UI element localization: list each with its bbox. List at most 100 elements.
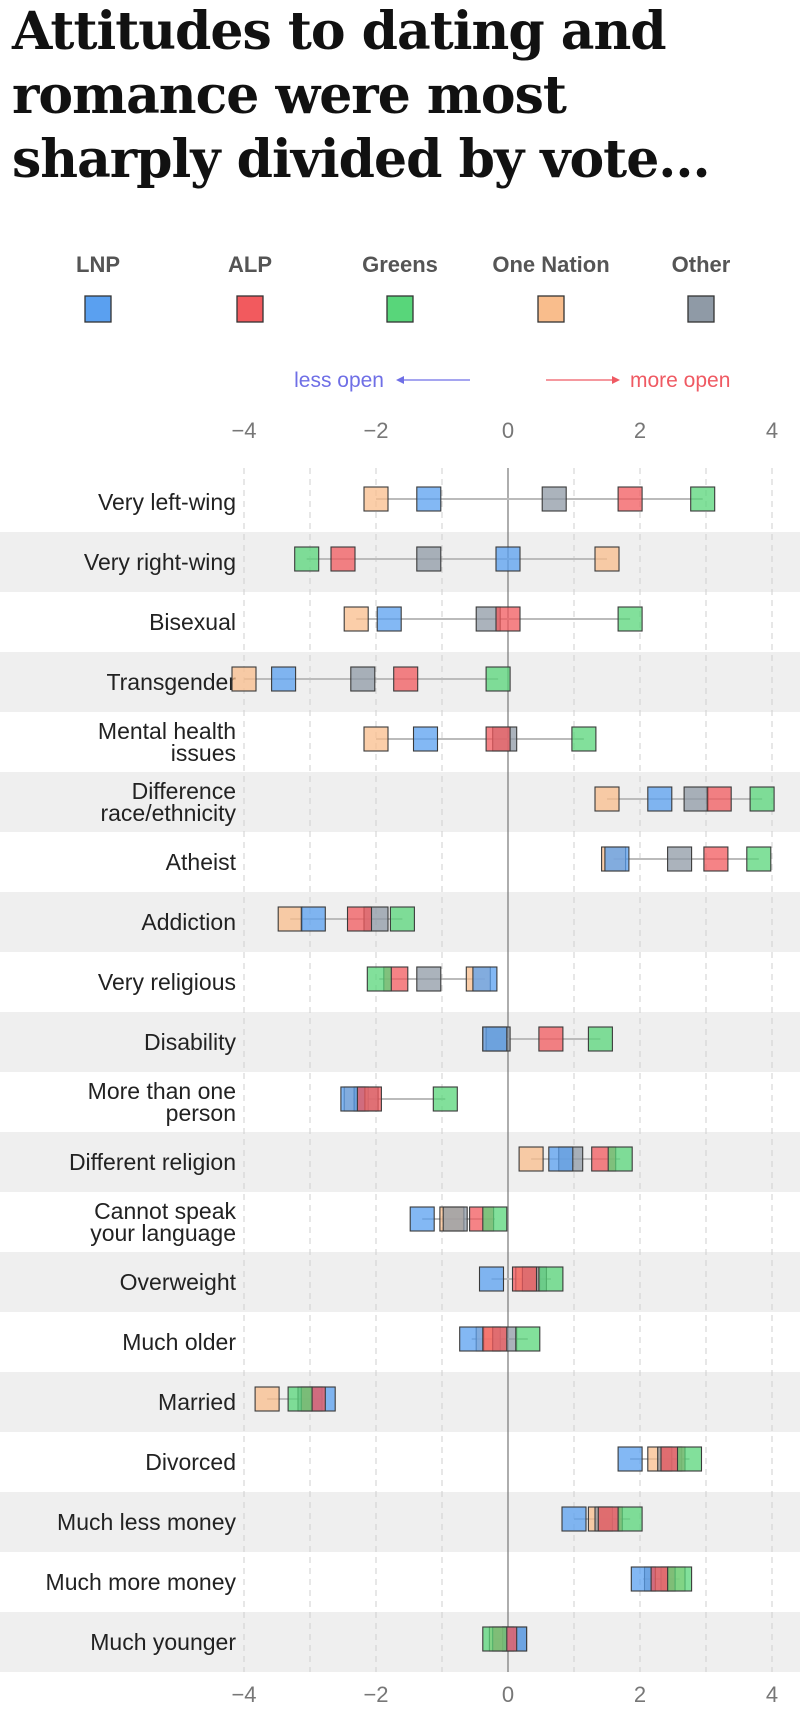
chart-row: Very right-wing	[84, 546, 620, 575]
row-band	[0, 532, 800, 592]
legend-item: Other	[672, 252, 731, 323]
marker-lnp	[376, 606, 402, 632]
marker-other	[541, 486, 567, 512]
marker-greens	[432, 1086, 458, 1112]
marker-greens	[690, 486, 716, 512]
more-open-arrow-icon	[612, 376, 620, 384]
legend-item: Greens	[362, 252, 438, 323]
marker-greens	[485, 666, 511, 692]
marker-lnp	[478, 1266, 505, 1292]
marker-one-nation	[363, 726, 389, 752]
marker-one-nation	[518, 1146, 544, 1172]
category-label: Very left-wing	[98, 489, 236, 515]
chart-row: Transgender	[106, 666, 511, 695]
marker-greens	[482, 1206, 508, 1232]
marker-other	[683, 786, 709, 812]
legend-item: LNP	[76, 252, 120, 323]
marker-greens	[617, 606, 643, 632]
marker-greens	[617, 1506, 643, 1532]
legend-label: Greens	[362, 252, 438, 277]
category-label: Much less money	[57, 1509, 236, 1535]
x-tick-label-bottom: −2	[363, 1682, 388, 1707]
category-label: Disability	[144, 1029, 237, 1055]
category-label: Transgender	[106, 669, 236, 695]
less-open-label: less open	[294, 369, 384, 392]
chart-row: Overweight	[120, 1266, 564, 1295]
x-tick-label-bottom: 2	[634, 1682, 646, 1707]
chart-row: Different religion	[69, 1146, 633, 1175]
marker-alp	[617, 486, 643, 512]
marker-greens	[538, 1266, 564, 1292]
category-label: Divorced	[145, 1449, 236, 1475]
marker-one-nation	[343, 606, 369, 632]
row-band	[0, 1612, 800, 1672]
category-label: Overweight	[120, 1269, 237, 1295]
marker-other	[350, 666, 376, 692]
legend-label: One Nation	[492, 252, 609, 277]
marker-one-nation	[363, 486, 389, 512]
page-title: Attitudes to dating and romance were mos…	[12, 1, 711, 190]
marker-other	[442, 1206, 468, 1232]
marker-greens	[294, 546, 320, 572]
marker-lnp	[300, 906, 326, 932]
x-tick-label-top: 4	[766, 418, 778, 443]
marker-greens	[749, 786, 775, 812]
row-band	[0, 1372, 800, 1432]
category-label: Atheist	[166, 849, 237, 875]
row-band	[0, 1252, 800, 1312]
x-tick-label-bottom: 0	[502, 1682, 514, 1707]
marker-lnp	[617, 1446, 643, 1472]
chart-row: Much more money	[46, 1566, 693, 1595]
less-open-arrow-icon	[396, 376, 404, 384]
legend-swatch	[236, 295, 264, 323]
marker-other	[667, 846, 693, 872]
marker-alp	[703, 846, 729, 872]
marker-greens	[607, 1146, 633, 1172]
category-label: Married	[158, 1389, 236, 1415]
marker-alp	[356, 1086, 382, 1112]
legend-label: Other	[672, 252, 731, 277]
marker-lnp	[412, 726, 439, 752]
direction-indicator: less open more open	[294, 369, 730, 392]
marker-alp	[495, 606, 521, 632]
marker-greens	[676, 1446, 703, 1472]
x-tick-label-top: 0	[502, 418, 514, 443]
row-band	[0, 1012, 800, 1072]
marker-greens	[482, 1626, 508, 1652]
chart-row: Very left-wing	[98, 486, 716, 515]
legend-label: LNP	[76, 252, 120, 277]
marker-lnp	[647, 786, 673, 812]
marker-lnp	[459, 1326, 485, 1352]
chart-row: Much less money	[57, 1506, 643, 1535]
legend: LNP ALP Greens One Nation Other	[76, 252, 731, 323]
chart-row: Much older	[122, 1326, 541, 1355]
marker-lnp	[271, 666, 297, 692]
marker-lnp	[482, 1026, 508, 1052]
marker-one-nation	[231, 666, 257, 692]
marker-greens	[667, 1566, 693, 1592]
chart-row: Addiction	[141, 906, 415, 935]
marker-alp	[485, 726, 511, 752]
chart-row: Bisexual	[149, 606, 643, 635]
category-label: Very religious	[98, 969, 236, 995]
legend-swatch	[687, 295, 715, 323]
category-label: Very right-wing	[84, 549, 236, 575]
marker-greens	[389, 906, 415, 932]
marker-greens	[515, 1326, 541, 1352]
legend-item: ALP	[228, 252, 272, 323]
marker-lnp	[495, 546, 521, 572]
marker-one-nation	[277, 906, 303, 932]
category-label: Different religion	[69, 1149, 236, 1175]
marker-lnp	[416, 486, 442, 512]
marker-greens	[587, 1026, 613, 1052]
legend-swatch	[537, 295, 565, 323]
x-tick-label-top: −4	[231, 418, 256, 443]
marker-greens	[571, 726, 597, 752]
marker-one-nation	[594, 546, 620, 572]
